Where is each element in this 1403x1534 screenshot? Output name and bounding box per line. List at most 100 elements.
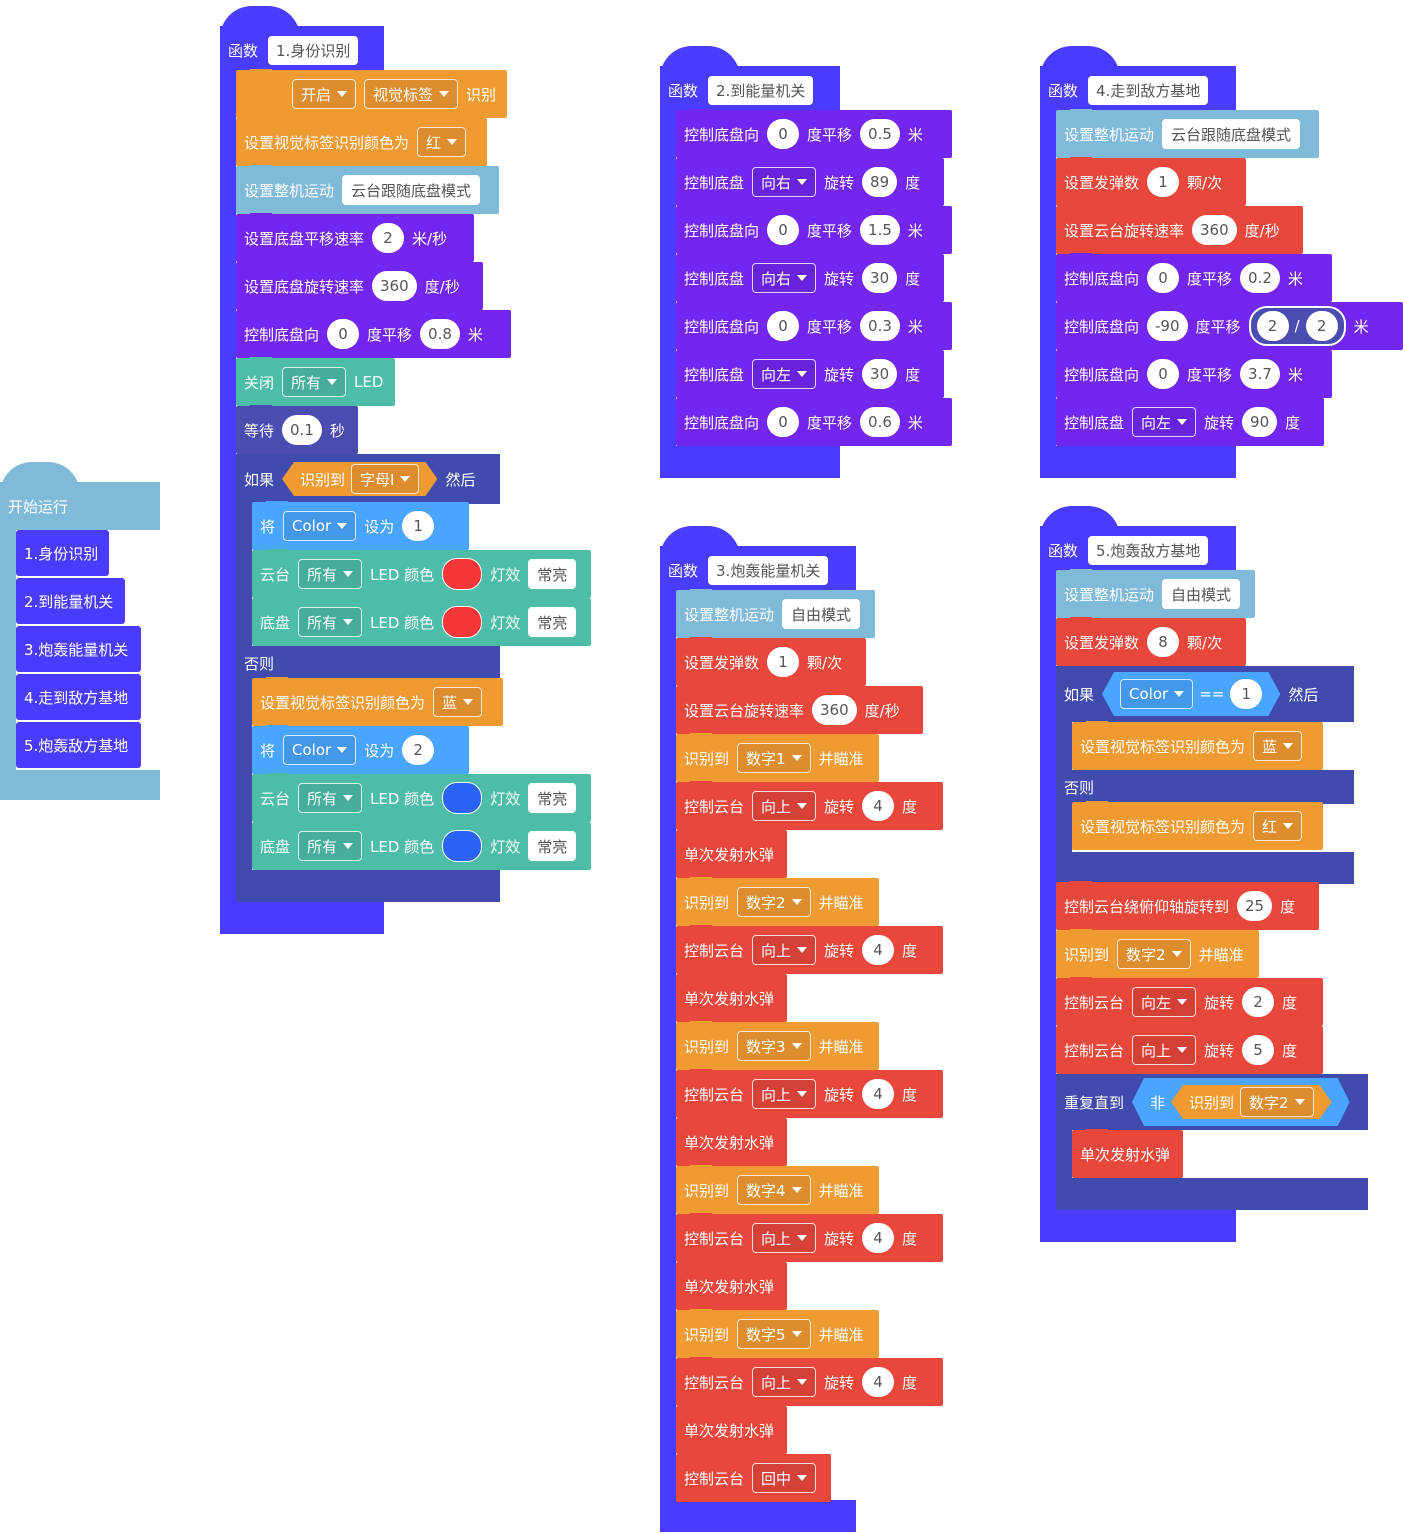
rotate-dir-dropdown[interactable]: 向上 — [752, 1367, 817, 1397]
fn1-open-option-dropdown[interactable]: 视觉标签 — [364, 79, 459, 109]
fn1-motion-field[interactable]: 云台跟随底盘模式 — [342, 175, 481, 205]
rotate-deg-input[interactable]: 4 — [862, 791, 895, 821]
rotate-deg-input[interactable]: 2 — [1242, 987, 1275, 1017]
fn1-hat[interactable]: 函数 1.身份识别 — [220, 6, 384, 74]
move-dist-input[interactable]: 3.7 — [1240, 359, 1280, 389]
fn3-shots-block[interactable]: 设置发弹数 1 颗/次 — [676, 637, 866, 686]
fn1-trans-speed-input[interactable]: 2 — [372, 223, 405, 253]
fn3-gimbal-speed-block[interactable]: 设置云台旋转速率 360 度/秒 — [676, 685, 923, 734]
move-dist-input[interactable]: 0.6 — [860, 407, 900, 437]
color-dropdown[interactable]: 红 — [1253, 811, 1303, 841]
led-color-swatch[interactable] — [442, 782, 483, 814]
fire-block[interactable]: 单次发射水弹 — [676, 973, 787, 1022]
rotate-deg-input[interactable]: 4 — [862, 1079, 895, 1109]
fn4-shots-input[interactable]: 1 — [1147, 167, 1180, 197]
move-angle-input[interactable]: 0 — [1147, 263, 1180, 293]
led-effect-field[interactable]: 常亮 — [528, 831, 577, 861]
rotate-deg-input[interactable]: 89 — [862, 167, 898, 197]
fn1-motion-block[interactable]: 设置整机运动 云台跟随底盘模式 — [236, 165, 499, 214]
led-target-dropdown[interactable]: 所有 — [298, 559, 363, 589]
var-value-input[interactable]: 1 — [402, 511, 435, 541]
fn5-detect-block[interactable]: 识别到 数字2 并瞄准 — [1056, 929, 1259, 978]
detect-target-dropdown[interactable]: 数字1 — [737, 743, 811, 773]
rotate-dir-dropdown[interactable]: 向左 — [752, 359, 817, 389]
fn1-if-condition[interactable]: 识别到 字母I — [282, 462, 437, 496]
fn1-cond-dropdown[interactable]: 字母I — [351, 464, 419, 494]
rotate-dir-dropdown[interactable]: 向左 — [1132, 407, 1197, 437]
color-dropdown[interactable]: 蓝 — [433, 687, 483, 717]
fn1-then-gimbal-led-block[interactable]: 云台 所有 LED 颜色 灯效 常亮 — [252, 549, 591, 598]
detect-target-dropdown[interactable]: 数字3 — [737, 1031, 811, 1061]
call-fn1[interactable]: 1.身份识别 — [16, 530, 109, 576]
numerator-input[interactable]: 2 — [1256, 311, 1289, 341]
fn5-repeat-block[interactable]: 重复直到 非 识别到 数字2 — [1056, 1074, 1368, 1210]
fn4-shots-block[interactable]: 设置发弹数 1 颗/次 — [1056, 157, 1246, 206]
call-fn5[interactable]: 5.炮轰敌方基地 — [16, 722, 141, 768]
fn3-motion-block[interactable]: 设置整机运动 自由模式 — [676, 589, 875, 638]
var-value-input[interactable]: 2 — [402, 735, 435, 765]
start-hat[interactable]: 开始运行 — [0, 462, 160, 530]
fn3-hat[interactable]: 函数 3.炮轰能量机关 — [660, 526, 856, 594]
rotate-dir-dropdown[interactable]: 向上 — [1132, 1035, 1197, 1065]
fn4-motion-block[interactable]: 设置整机运动 云台跟随底盘模式 — [1056, 109, 1319, 158]
fn4-gimbal-speed-input[interactable]: 360 — [1192, 215, 1237, 245]
fn1-wait-block[interactable]: 等待 0.1 秒 — [236, 405, 358, 454]
fn4-move1-block[interactable]: 控制底盘向 0 度平移 0.2 米 — [1056, 253, 1332, 302]
rotate-dir-dropdown[interactable]: 向右 — [752, 167, 817, 197]
compare-value-input[interactable]: 1 — [1230, 679, 1262, 709]
fn1-then-set-var-block[interactable]: 将 Color 设为 1 — [252, 501, 469, 550]
detect-target-dropdown[interactable]: 数字4 — [737, 1175, 811, 1205]
fire-block[interactable]: 单次发射水弹 — [676, 829, 787, 878]
denominator-input[interactable]: 2 — [1305, 311, 1338, 341]
led-target-dropdown[interactable]: 所有 — [298, 831, 363, 861]
move-dist-input[interactable]: 1.5 — [860, 215, 900, 245]
fn1-rot-speed-block[interactable]: 设置底盘旋转速率 360 度/秒 — [236, 261, 483, 310]
fn1-set-color-block[interactable]: 设置视觉标签识别颜色为 红 — [236, 117, 487, 166]
repeat-target-dropdown[interactable]: 数字2 — [1240, 1087, 1314, 1117]
fn3-center-block[interactable]: 控制云台 回中 — [676, 1453, 831, 1502]
rotate-dir-dropdown[interactable]: 向上 — [752, 1223, 817, 1253]
var-dropdown[interactable]: Color — [283, 511, 357, 541]
fn5-fire-block[interactable]: 单次发射水弹 — [1072, 1129, 1183, 1178]
fn2-name[interactable]: 2.到能量机关 — [708, 75, 814, 105]
fn5-else-set-color-block[interactable]: 设置视觉标签识别颜色为 红 — [1072, 801, 1323, 850]
led-color-swatch[interactable] — [442, 606, 483, 638]
fn1-else-gimbal-led-block[interactable]: 云台 所有 LED 颜色 灯效 常亮 — [252, 773, 591, 822]
fn5-gimbal-rotate2-block[interactable]: 控制云台 向上 旋转 5 度 — [1056, 1025, 1323, 1074]
call-fn3[interactable]: 3.炮轰能量机关 — [16, 626, 141, 672]
rotate-deg-input[interactable]: 90 — [1242, 407, 1278, 437]
fn3-center-dropdown[interactable]: 回中 — [752, 1463, 817, 1493]
rotate-dir-dropdown[interactable]: 向左 — [1132, 987, 1197, 1017]
led-effect-field[interactable]: 常亮 — [528, 783, 577, 813]
repeat-condition[interactable]: 识别到 数字2 — [1171, 1085, 1332, 1119]
move-angle-input[interactable]: 0 — [767, 407, 800, 437]
fn5-gimbal-rotate1-block[interactable]: 控制云台 向左 旋转 2 度 — [1056, 977, 1323, 1026]
fn5-motion-block[interactable]: 设置整机运动 自由模式 — [1056, 569, 1255, 618]
call-fn2[interactable]: 2.到能量机关 — [16, 578, 125, 624]
rotate-dir-dropdown[interactable]: 向右 — [752, 263, 817, 293]
move-dist-input[interactable]: 0.3 — [860, 311, 900, 341]
detect-target-dropdown[interactable]: 数字2 — [737, 887, 811, 917]
led-color-swatch[interactable] — [442, 558, 483, 590]
fn1-open-block[interactable]: 开启 视觉标签 识别 — [236, 69, 507, 118]
fn1-rot-speed-input[interactable]: 360 — [372, 271, 417, 301]
move-angle-input[interactable]: 0 — [767, 311, 800, 341]
fire-block[interactable]: 单次发射水弹 — [676, 1117, 787, 1166]
rotate-deg-input[interactable]: 4 — [862, 935, 895, 965]
fn1-if-block[interactable]: 如果 识别到 字母I 然后 否则 — [236, 454, 500, 902]
fn5-pitch-block[interactable]: 控制云台绕俯仰轴旋转到 25 度 — [1056, 881, 1319, 930]
rotate-deg-input[interactable]: 4 — [862, 1223, 895, 1253]
led-effect-field[interactable]: 常亮 — [528, 559, 577, 589]
led-target-dropdown[interactable]: 所有 — [298, 607, 363, 637]
detect-target-dropdown[interactable]: 数字2 — [1117, 939, 1191, 969]
rotate-deg-input[interactable]: 5 — [1242, 1035, 1275, 1065]
detect-target-dropdown[interactable]: 数字5 — [737, 1319, 811, 1349]
fn2-hat[interactable]: 函数 2.到能量机关 — [660, 46, 840, 114]
